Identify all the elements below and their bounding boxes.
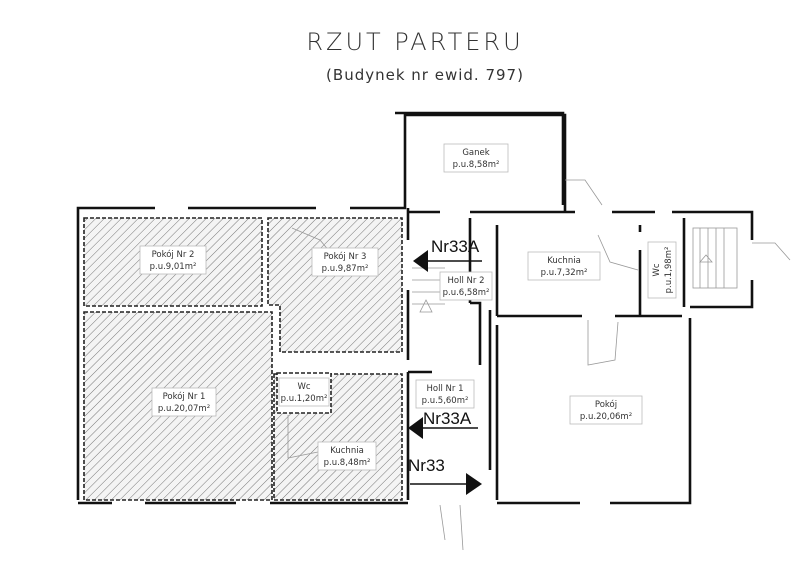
svg-text:Holl Nr 1: Holl Nr 1 xyxy=(427,384,464,394)
svg-text:Pokój Nr 1: Pokój Nr 1 xyxy=(163,391,206,402)
arrow-left-icon xyxy=(413,250,428,272)
arrow-right-icon xyxy=(466,473,482,495)
entrance-marker-upper: Nr33A xyxy=(413,237,482,272)
label-kuchnia-right: Kuchnia p.u.7,32m² xyxy=(527,251,601,281)
svg-text:Pokój Nr 2: Pokój Nr 2 xyxy=(152,249,195,260)
entrance-marker-lower: Nr33 xyxy=(408,456,482,495)
label-holl-1: Holl Nr 1 p.u.5,60m² xyxy=(415,379,475,409)
label-wc-left: Wc p.u.1,20m² xyxy=(278,377,330,407)
arrow-left-icon xyxy=(408,417,423,439)
svg-text:p.u.6,58m²: p.u.6,58m² xyxy=(443,288,490,298)
staircase xyxy=(692,227,738,289)
room-pokoj-3 xyxy=(267,217,403,353)
label-pokoj-2: Pokój Nr 2 p.u.9,01m² xyxy=(139,245,207,275)
svg-text:p.u.1,20m²: p.u.1,20m² xyxy=(281,394,328,404)
svg-text:Pokój Nr 3: Pokój Nr 3 xyxy=(324,251,367,262)
label-pokoj-3: Pokój Nr 3 p.u.9,87m² xyxy=(311,247,379,277)
svg-text:Wc: Wc xyxy=(652,263,662,276)
label-ganek: Ganek p.u.8,58m² xyxy=(443,143,509,173)
marker-label: Nr33A xyxy=(431,237,480,256)
walls xyxy=(76,111,791,551)
svg-text:p.u.7,32m²: p.u.7,32m² xyxy=(541,268,588,278)
marker-label: Nr33 xyxy=(408,456,445,475)
label-kuchnia-left: Kuchnia p.u.8,48m² xyxy=(317,441,377,471)
svg-text:p.u.8,48m²: p.u.8,48m² xyxy=(324,458,371,468)
svg-text:Pokój: Pokój xyxy=(595,399,617,410)
svg-text:Ganek: Ganek xyxy=(462,148,489,158)
svg-text:p.u.8,58m²: p.u.8,58m² xyxy=(453,160,500,170)
plan-subtitle: (Budynek nr ewid. 797) xyxy=(326,66,524,84)
svg-text:p.u.9,87m²: p.u.9,87m² xyxy=(322,264,369,274)
marker-label: Nr33A xyxy=(423,409,472,428)
svg-text:p.u.9,01m²: p.u.9,01m² xyxy=(150,262,197,272)
entrance-marker-middle: Nr33A xyxy=(408,409,478,439)
svg-text:Kuchnia: Kuchnia xyxy=(547,256,581,266)
plan-title: RZUT PARTERU xyxy=(306,28,523,56)
svg-text:p.u.1,98m²: p.u.1,98m² xyxy=(664,247,674,294)
svg-text:Holl Nr 2: Holl Nr 2 xyxy=(448,276,485,286)
label-pokoj-1: Pokój Nr 1 p.u.20,07m² xyxy=(151,387,217,417)
svg-text:p.u.5,60m²: p.u.5,60m² xyxy=(422,396,469,406)
svg-text:Kuchnia: Kuchnia xyxy=(330,446,364,456)
svg-text:Wc: Wc xyxy=(297,382,310,392)
svg-text:p.u.20,07m²: p.u.20,07m² xyxy=(158,404,210,414)
label-holl-2: Holl Nr 2 p.u.6,58m² xyxy=(439,271,493,301)
label-pokoj-right: Pokój p.u.20,06m² xyxy=(569,395,643,425)
svg-text:p.u.20,06m²: p.u.20,06m² xyxy=(580,412,632,422)
